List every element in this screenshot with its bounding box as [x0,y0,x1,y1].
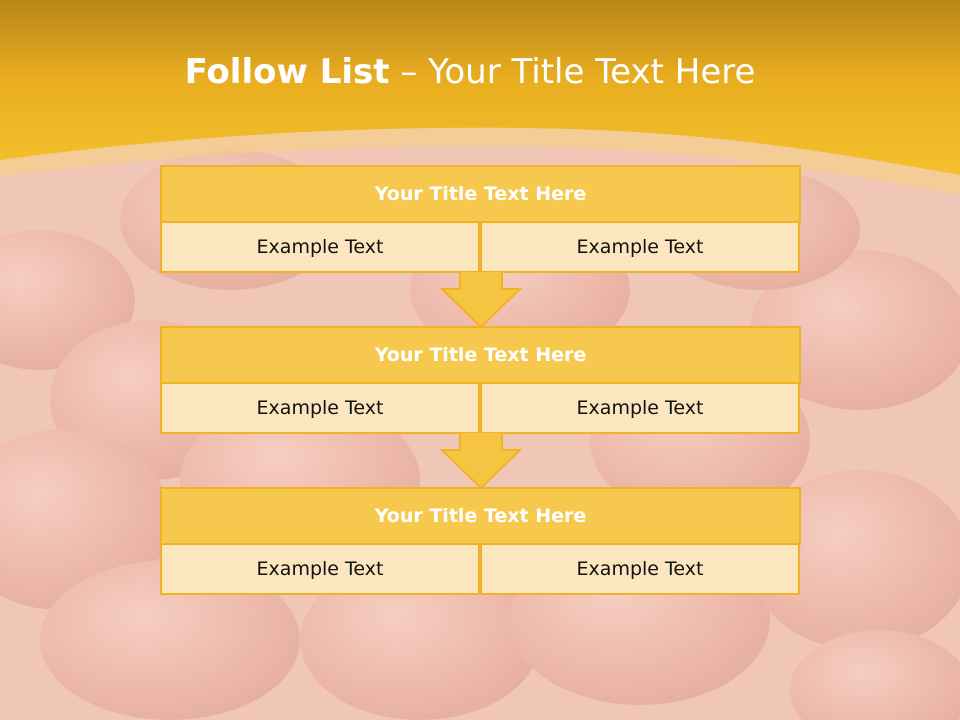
step-1-right-text: Example Text [480,221,800,273]
step-1-left-text: Example Text [160,221,480,273]
step-3-left-text: Example Text [160,543,480,595]
slide-title: Follow List – Your Title Text Here [0,52,940,92]
step-2-right-text: Example Text [480,382,800,434]
step-2-left-text: Example Text [160,382,480,434]
step-3: Your Title Text Here Example Text Exampl… [160,487,801,595]
title-subtitle: – Your Title Text Here [389,52,756,92]
step-3-right-text: Example Text [480,543,800,595]
header-band [0,0,960,195]
step-1: Your Title Text Here Example Text Exampl… [160,165,801,273]
step-3-title: Your Title Text Here [160,487,801,545]
title-main: Follow List [184,52,390,92]
down-arrow-icon [440,432,522,490]
down-arrow-icon [440,271,522,329]
step-2-title: Your Title Text Here [160,326,801,384]
step-2: Your Title Text Here Example Text Exampl… [160,326,801,434]
step-1-title: Your Title Text Here [160,165,801,223]
